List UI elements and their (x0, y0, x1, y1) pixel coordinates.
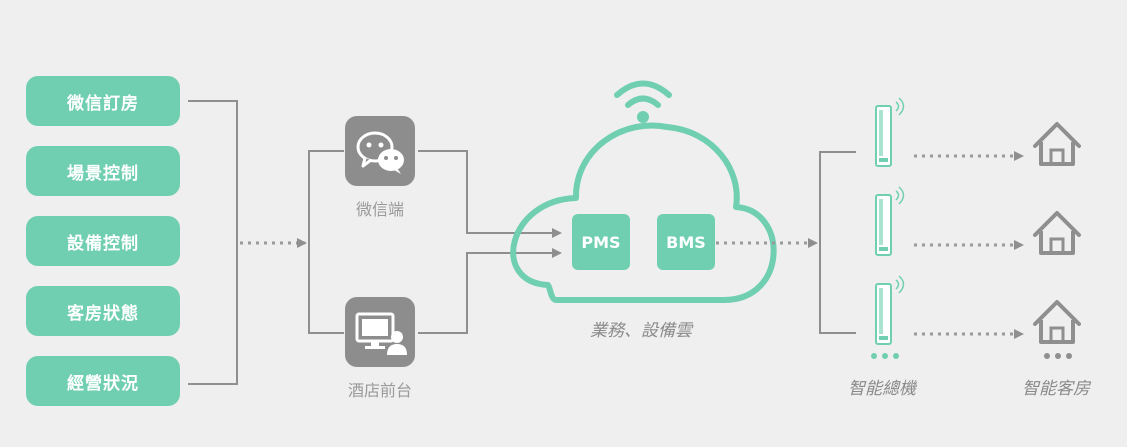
input-pill-business-status: 經營狀況 (26, 356, 180, 406)
house-icon (1033, 122, 1081, 166)
more-hosts-dots (871, 353, 899, 359)
frontdesk-label: 酒店前台 (347, 381, 412, 400)
input-bracket (188, 100, 238, 385)
wechat-tile (345, 116, 415, 186)
frontdesk-to-pms-line (418, 248, 562, 334)
input-pill-device-control: 設備控制 (26, 216, 180, 266)
input-pill-scene-control: 場景控制 (26, 146, 180, 196)
pms-box: PMS (572, 214, 630, 270)
output-bracket (819, 151, 856, 334)
cloud-caption: 業務、設備雲 (590, 321, 692, 341)
wechat-icon (356, 131, 404, 174)
input-pill-room-status: 客房狀態 (26, 286, 180, 336)
input-pill-wechat-booking: 微信訂房 (26, 76, 180, 126)
gateway-device-icon (875, 275, 905, 345)
house-icon (1033, 300, 1081, 344)
bms-box: BMS (657, 214, 715, 270)
channel-bracket (308, 150, 344, 334)
gateway-device-icon (875, 97, 905, 167)
wifi-icon (614, 80, 672, 123)
gateway-device-icon (875, 186, 905, 256)
cloud-shape (510, 122, 777, 303)
more-rooms-dots (1044, 353, 1072, 359)
host-label: 智能總機 (848, 379, 916, 399)
room-label: 智能客房 (1022, 379, 1090, 399)
wechat-to-pms-line (418, 150, 562, 238)
frontdesk-tile (345, 297, 415, 367)
house-icon (1033, 211, 1081, 255)
wechat-label: 微信端 (355, 200, 404, 219)
computer-user-icon (355, 312, 407, 355)
